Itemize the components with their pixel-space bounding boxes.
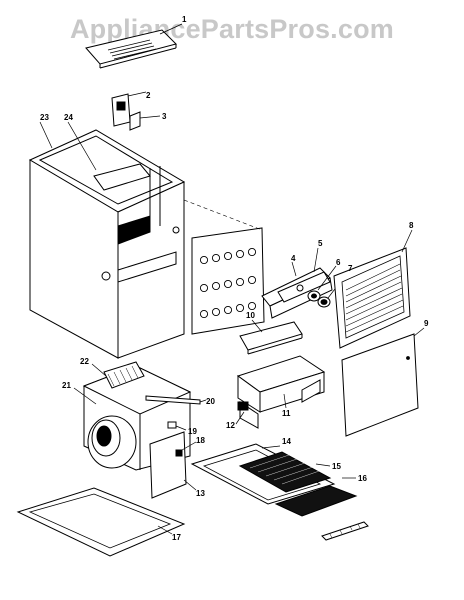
callout-23: 23 [40, 113, 49, 122]
callout-20: 20 [206, 397, 215, 406]
callout-24: 24 [64, 113, 73, 122]
rear-knockout-panel [183, 199, 265, 335]
filter-strip [321, 521, 369, 541]
callout-3: 3 [162, 112, 167, 121]
callout-19: 19 [188, 427, 197, 436]
part-17-base-pan [16, 487, 186, 557]
part-5-gasket [277, 247, 331, 303]
part-22-blower-wheel [91, 361, 145, 389]
part-20-slide-rail [145, 395, 207, 405]
callout-5: 5 [318, 239, 323, 248]
callout-4: 4 [291, 254, 296, 263]
callout-12: 12 [226, 421, 235, 430]
part-13-filter-door [149, 431, 197, 499]
part-6-switch [307, 265, 337, 302]
part-2-bracket [111, 91, 147, 127]
callout-9: 9 [424, 319, 429, 328]
part-16-filter-media [274, 477, 358, 517]
callout-13: 13 [196, 489, 205, 498]
callout-2: 2 [146, 91, 151, 100]
callout-21: 21 [62, 381, 71, 390]
part-3-clip [129, 111, 161, 131]
part-8-louvered-door [333, 229, 413, 349]
part-11-blower-shelf [236, 355, 326, 429]
part-19-screw [167, 421, 187, 431]
part-23-cabinet [28, 121, 186, 359]
callout-15: 15 [332, 462, 341, 471]
callout-6: 6 [336, 258, 341, 267]
part-15-filter [238, 451, 332, 493]
callout-14: 14 [282, 437, 291, 446]
callout-16: 16 [358, 474, 367, 483]
callout-8: 8 [409, 221, 414, 230]
callout-18: 18 [196, 436, 205, 445]
part-18-latch [175, 441, 197, 457]
part-10-cover-plate [239, 319, 303, 355]
callout-22: 22 [80, 357, 89, 366]
callout-labels: 1 2 3 23 24 4 5 6 7 8 9 10 11 12 13 14 1… [40, 15, 429, 542]
callout-11: 11 [282, 409, 291, 418]
callout-10: 10 [246, 311, 255, 320]
part-24-divider [67, 121, 177, 283]
part-9-lower-door [341, 327, 425, 437]
callout-17: 17 [172, 533, 181, 542]
callout-1: 1 [182, 15, 187, 24]
part-12-bracket [235, 401, 249, 425]
part-1-top-panel [85, 23, 183, 69]
callout-7: 7 [348, 264, 353, 273]
